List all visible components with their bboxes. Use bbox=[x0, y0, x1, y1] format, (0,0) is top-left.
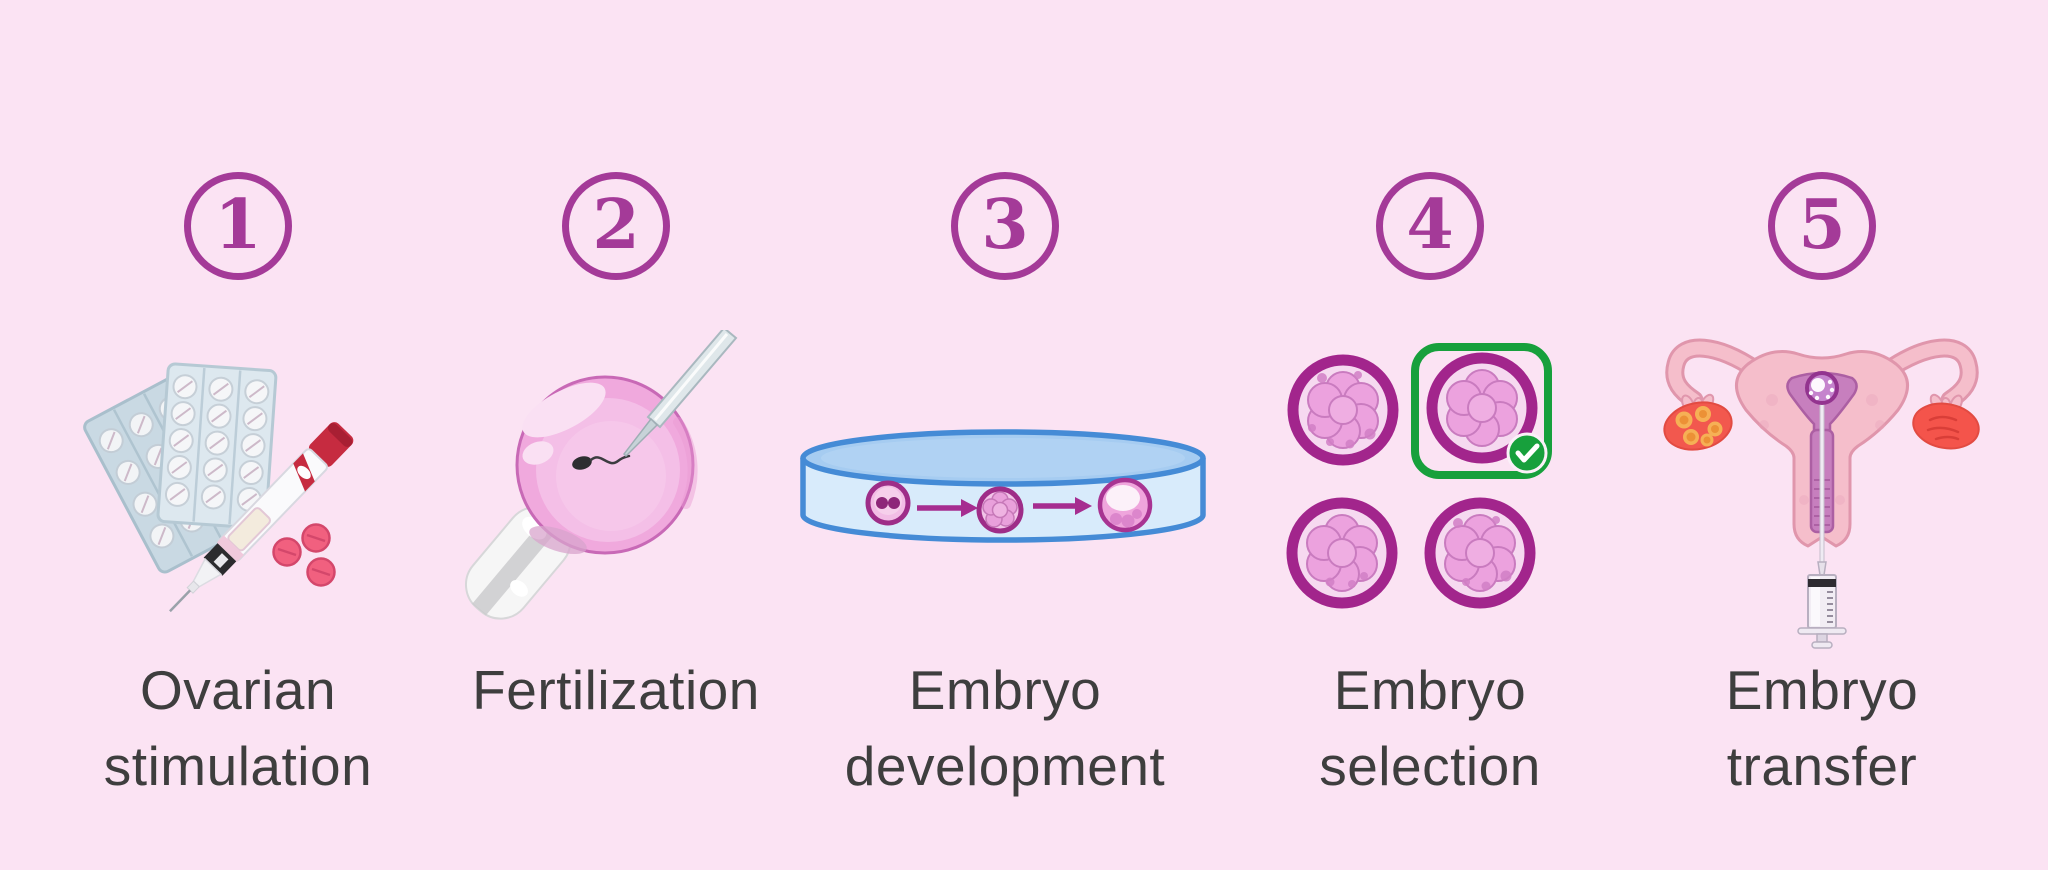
embryo-icon-selected bbox=[1426, 352, 1538, 464]
step-number-badge-4: 4 bbox=[1376, 172, 1484, 280]
embryo-icon bbox=[1286, 497, 1398, 609]
blastocyst-icon bbox=[1097, 477, 1153, 533]
step-embryo-selection: 4 bbox=[1250, 0, 1610, 870]
micropipette-icon bbox=[623, 330, 738, 458]
step-number-badge-1: 1 bbox=[184, 172, 292, 280]
step-number-badge-2: 2 bbox=[562, 172, 670, 280]
morula-icon bbox=[976, 486, 1024, 534]
uterus-catheter-syringe-icon bbox=[1663, 338, 1980, 649]
embryo-transfer-illustration bbox=[1652, 330, 1992, 665]
injection-pen-icon bbox=[169, 422, 354, 613]
step-label: Embryo development bbox=[844, 659, 1166, 797]
step-number-badge-3: 3 bbox=[951, 172, 1059, 280]
medication-blisters-injection-pen-pills-icon bbox=[83, 362, 354, 613]
embryo-in-uterus-icon bbox=[1805, 371, 1839, 405]
right-ovary-icon bbox=[1912, 402, 1980, 450]
checkmark-badge-icon bbox=[1506, 432, 1548, 474]
step-ovarian-stimulation: 1 bbox=[58, 0, 418, 870]
embryo-development-illustration bbox=[785, 330, 1225, 665]
step-number-badge-5: 5 bbox=[1768, 172, 1876, 280]
step-number: 4 bbox=[1406, 185, 1454, 265]
sperm-icon bbox=[572, 454, 631, 470]
step-embryo-development: 3 bbox=[775, 0, 1235, 870]
step-label: Ovarian stimulation bbox=[103, 659, 373, 797]
icsi-egg-microinjection-icon bbox=[464, 330, 738, 620]
embryo-selection-illustration bbox=[1260, 330, 1600, 665]
four-embryos-one-selected-icon bbox=[1286, 343, 1552, 609]
step-label: Embryo selection bbox=[1319, 659, 1541, 797]
petri-dish-embryo-stages-icon bbox=[800, 429, 1206, 543]
syringe-icon bbox=[1797, 561, 1847, 649]
step-number: 3 bbox=[981, 185, 1029, 265]
step-number: 5 bbox=[1798, 185, 1846, 265]
embryo-icon bbox=[1424, 497, 1536, 609]
pink-pills-icon bbox=[272, 523, 336, 587]
step-fertilization: 2 bbox=[436, 0, 796, 870]
embryo-icon bbox=[1287, 354, 1399, 466]
step-embryo-transfer: 5 bbox=[1642, 0, 2002, 870]
fallopian-tubes-icon bbox=[1665, 338, 1979, 417]
fertilization-illustration bbox=[446, 330, 786, 665]
left-ovary-icon bbox=[1663, 401, 1733, 451]
step-number: 1 bbox=[214, 185, 262, 265]
step-number: 2 bbox=[592, 185, 640, 265]
ovarian-stimulation-illustration bbox=[68, 330, 408, 665]
selection-box bbox=[1411, 343, 1552, 479]
step-label: Embryo transfer bbox=[1725, 659, 1919, 797]
zygote-icon bbox=[865, 480, 911, 526]
step-label: Fertilization bbox=[472, 659, 760, 721]
